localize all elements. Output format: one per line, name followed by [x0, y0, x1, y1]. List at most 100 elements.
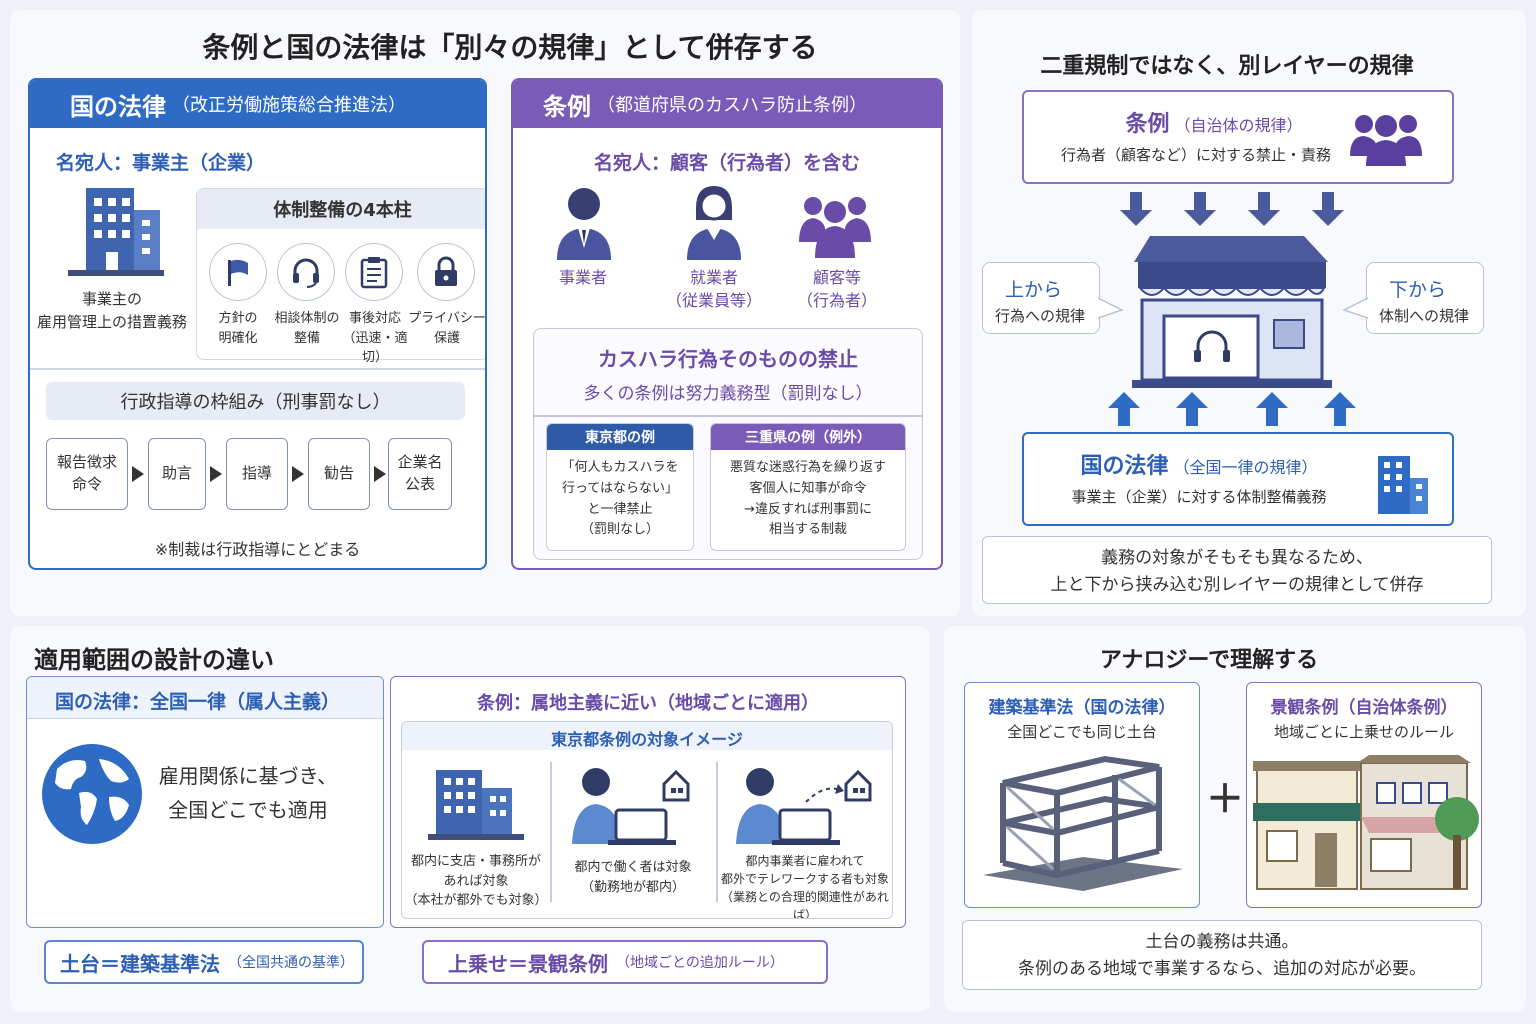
- step-arrow-3: [292, 466, 304, 482]
- from-top-bubble-tail: [1098, 297, 1124, 319]
- pillar-label-1: 方針の 明確化: [218, 311, 258, 346]
- step-arrow-1: [132, 466, 144, 482]
- scope-ordinance-head: 条例：属地主義に近い（地域ごとに適用）: [477, 693, 819, 714]
- ordinance-addressee: 名宛人：顧客（行為者）を含む: [593, 152, 860, 174]
- from-bottom-bubble: 下から 体制への規律: [1366, 262, 1484, 334]
- pillar-label-4: プライバシー 保護: [408, 311, 486, 346]
- customers-group-icon: [799, 197, 871, 258]
- analogy-left-title: 建築基準法（国の法律）: [988, 698, 1176, 718]
- mie-example: 三重県の例（例外） 悪質な迷惑行為を繰り返す 客個人に知事が命令 →違反すれば刑…: [710, 423, 906, 551]
- headset-icon: [293, 258, 319, 288]
- down-arrows: [1120, 192, 1344, 226]
- addon-pill: 上乗せ＝景観条例 （地域ごとの追加ルール）: [422, 940, 828, 984]
- case-divider-2: [716, 762, 718, 902]
- case-telework-text: 都内事業者に雇われて 都外でテレワークする者も対象 （業務との合理的関連性があれ…: [720, 854, 889, 919]
- pillar-consult: [277, 243, 335, 301]
- step-publish: 企業名 公表: [388, 438, 452, 510]
- shop-illustration: [1132, 236, 1332, 388]
- mie-example-head: 三重県の例（例外）: [711, 424, 905, 450]
- flag-icon: [228, 259, 248, 286]
- layer-bottom-title: 国の法律: [1080, 454, 1169, 479]
- from-bottom-title: 下から: [1389, 279, 1447, 301]
- from-top-text: 行為への規律: [995, 307, 1086, 325]
- pillars-title-bar: 体制整備の4本柱: [197, 189, 485, 229]
- addon-pill-main: 上乗せ＝景観条例: [448, 951, 608, 976]
- national-note: ※制裁は行政指導にとどまる: [154, 540, 361, 559]
- case-divider-1: [550, 762, 552, 902]
- national-law-card: 国の法律 （改正労働施策総合推進法） 名宛人：事業主（企業） 事業主の 雇用管理…: [28, 78, 487, 570]
- people-group-icon: [1350, 115, 1422, 166]
- from-bottom-bubble-tail: [1342, 297, 1368, 319]
- step-report: 報告徴求 命令: [46, 438, 128, 510]
- tokyo-image-head: 東京都条例の対象イメージ: [402, 722, 892, 750]
- scope-ordinance-card: 条例：属地主義に近い（地域ごとに適用） 東京都条例の対象イメージ 都内に支店・事…: [390, 676, 906, 928]
- ban-separator: [534, 415, 922, 417]
- globe-icon: [42, 744, 142, 844]
- pillar-privacy: [417, 243, 475, 301]
- pillars-box: 体制整備の4本柱 方針の 明確化 相談体制の 整備 事後対応 （迅速・適切） プ…: [196, 188, 486, 365]
- national-addressee: 名宛人：事業主（企業）: [56, 152, 266, 174]
- analogy-right-title: 景観条例（自治体条例）: [1270, 698, 1458, 718]
- analogy-plus: ＋: [1206, 777, 1245, 821]
- pillars-title: 体制整備の4本柱: [273, 200, 412, 221]
- businessman-icon: [557, 188, 611, 260]
- pillar-response: [345, 243, 403, 301]
- pillar-label-2: 相談体制の 整備: [274, 311, 340, 346]
- branch-office-icon: [428, 770, 524, 840]
- layer-top-box: 条例 （自治体の規律） 行為者（顧客など）に対する禁止・責務: [1022, 90, 1454, 184]
- foundation-pill-sub: （全国共通の基準）: [228, 955, 354, 971]
- person-label-worker: 就業者 （従業員等）: [665, 268, 762, 311]
- layer-top-title: 条例: [1125, 112, 1170, 137]
- townscape-icon: [1253, 755, 1479, 890]
- ordinance-head: 条例: [543, 92, 591, 121]
- step-advice: 助言: [148, 438, 206, 510]
- step-guidance: 指導: [226, 438, 288, 510]
- step-arrow-4: [374, 466, 386, 482]
- layer-bottom-box: 国の法律 （全国一律の規律） 事業主（企業）に対する体制整備義務: [1022, 432, 1454, 526]
- analogy-title: アナロジーで理解する: [1099, 648, 1319, 673]
- framework-title: 行政指導の枠組み（刑事罰なし）: [120, 392, 391, 413]
- main-title: 条例と国の法律は「別々の規律」として併存する: [202, 31, 818, 64]
- analogy-left-text: 全国どこでも同じ土台: [1007, 723, 1157, 741]
- worker-icon: [687, 186, 741, 260]
- layer-bottom-sub: （全国一律の規律）: [1173, 458, 1318, 477]
- building-label: 事業主の 雇用管理上の措置義務: [36, 290, 187, 331]
- pillar-flag: [209, 243, 267, 301]
- tokyo-example-title: 東京都の例: [585, 430, 655, 446]
- tokyo-example-text: 「何人もカスハラを 行ってはならない」 と一律禁止 （罰則なし）: [561, 460, 679, 538]
- pillar-label-3: 事後対応 （迅速・適切）: [342, 311, 408, 365]
- tokyo-example: 東京都の例 「何人もカスハラを 行ってはならない」 と一律禁止 （罰則なし）: [546, 423, 694, 551]
- ban-title: カスハラ行為そのものの禁止: [598, 347, 858, 371]
- national-law-head-sub: （改正労働施策総合推進法）: [172, 95, 406, 116]
- step-arrow-2: [210, 466, 222, 482]
- framework-title-bar: 行政指導の枠組み（刑事罰なし）: [46, 382, 465, 420]
- scope-national-text: 雇用関係に基づき、 全国どこでも適用: [158, 764, 338, 822]
- analogy-conclusion: 土台の義務は共通。 条例のある地域で事業するなら、追加の対応が必要。: [962, 920, 1482, 990]
- clipboard-icon: [360, 257, 388, 289]
- analogy-left-card: 建築基準法（国の法律） 全国どこでも同じ土台: [964, 682, 1200, 908]
- case-branch-text: 都内に支店・事務所が あれば対象 （本社が都外でも対象）: [404, 854, 548, 908]
- office-worker-icon: [572, 768, 690, 845]
- mie-example-title: 三重県の例（例外）: [745, 430, 871, 446]
- addon-pill-sub: （地域ごとの追加ルール）: [616, 955, 784, 971]
- from-top-bubble: 上から 行為への規律: [982, 262, 1100, 334]
- foundation-pill: 土台＝建築基準法 （全国共通の基準）: [44, 940, 364, 984]
- analogy-right-card: 景観条例（自治体条例） 地域ごとに上乗せのルール: [1246, 682, 1482, 908]
- office-building-small-icon: [1378, 456, 1428, 514]
- building-frame-icon: [983, 755, 1183, 891]
- office-building-icon: [68, 188, 164, 276]
- layer-conclusion: 義務の対象がそもそも異なるため、 上と下から挟み込む別レイヤーの規律として併存: [982, 536, 1492, 604]
- ban-box: カスハラ行為そのものの禁止 多くの条例は努力義務型（罰則なし） 東京都の例 「何…: [533, 328, 923, 560]
- step-recommend: 勧告: [308, 438, 370, 510]
- foundation-pill-main: 土台＝建築基準法: [60, 951, 220, 976]
- analogy-right-text: 地域ごとに上乗せのルール: [1273, 723, 1454, 741]
- scope-national-head: 国の法律：全国一律（属人主義）: [27, 677, 383, 719]
- from-bottom-text: 体制への規律: [1379, 307, 1470, 325]
- mie-example-text: 悪質な迷惑行為を繰り返す 客個人に知事が命令 →違反すれば刑事罰に 相当する制裁: [729, 460, 886, 538]
- layer-bottom-text: 事業主（企業）に対する体制整備義務: [1071, 488, 1327, 506]
- scope-national-card: 国の法律：全国一律（属人主義） 雇用関係に基づき、 全国どこでも適用: [26, 676, 384, 928]
- framework-separator: [30, 368, 485, 370]
- tokyo-example-head: 東京都の例: [547, 424, 693, 450]
- layer-title: 二重規制ではなく、別レイヤーの規律: [1040, 54, 1414, 79]
- national-law-head: 国の法律: [70, 92, 166, 121]
